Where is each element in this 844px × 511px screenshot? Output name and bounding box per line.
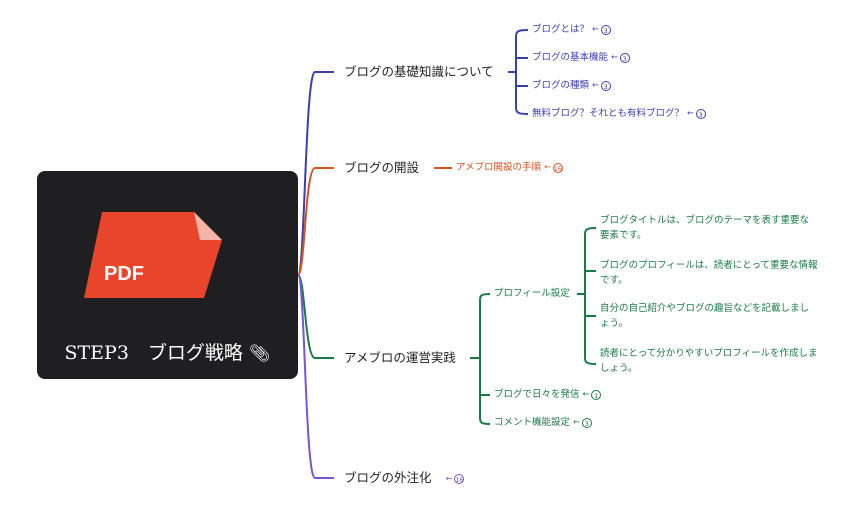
expand-arrow-icon: ←	[592, 80, 599, 90]
child-count-badge[interactable]: 3	[600, 24, 611, 35]
note-self-intro[interactable]: 自分の自己紹介やブログの趣旨などを記載しましょう。	[600, 303, 810, 330]
connector-blue-sub	[508, 29, 529, 115]
connector-green-notes	[577, 227, 597, 365]
connector-purple	[297, 274, 334, 479]
child-count-badge[interactable]: 1	[591, 389, 602, 400]
connector-green-sub	[470, 293, 491, 425]
note-blog-title[interactable]: ブログタイトルは、ブログのテーマを表す重要な要素です。	[600, 215, 810, 242]
topic-ameblo-setup[interactable]: アメブロ開設の手順 ←16	[456, 162, 563, 173]
expand-arrow-icon: ←	[687, 108, 694, 118]
child-count-badge[interactable]: 3	[600, 80, 611, 91]
topic-comment-settings[interactable]: コメント機能設定 ←3	[494, 417, 592, 429]
child-count-badge[interactable]: 3	[619, 52, 630, 63]
expand-arrow-icon: ←	[573, 417, 580, 427]
branch-basics[interactable]: ブログの基礎知識について	[344, 64, 494, 79]
topic-blog-types[interactable]: ブログの種類 ←3	[532, 80, 611, 92]
topic-basic-functions[interactable]: ブログの基本機能 ←3	[532, 52, 630, 64]
expand-arrow-icon: ←	[611, 52, 618, 62]
branch-open[interactable]: ブログの開設	[344, 160, 420, 175]
pdf-file-icon: PDF	[84, 212, 222, 298]
child-count-badge[interactable]: 16	[454, 473, 465, 484]
note-readable-profile[interactable]: 読者にとって分かりやすいプロフィールを作成しましょう。	[600, 348, 818, 375]
expand-arrow-icon: ←	[582, 389, 590, 399]
topic-free-or-paid[interactable]: 無料ブログ？それとも有料ブログ？ ←3	[532, 108, 706, 120]
connector-orange	[297, 167, 334, 276]
expand-arrow-icon: ←	[544, 162, 551, 172]
topic-daily-posting[interactable]: ブログで日々を発信 ←1	[494, 389, 602, 401]
child-count-badge[interactable]: 3	[581, 417, 592, 428]
root-title-text: STEP3 ブログ戦略	[64, 342, 243, 364]
pdf-icon-label: PDF	[104, 263, 144, 285]
child-count-badge[interactable]: 3	[695, 108, 706, 119]
expand-arrow-icon: ←	[445, 473, 453, 483]
branch-outsourcing[interactable]: ブログの外注化←16	[344, 470, 465, 485]
branch-operation[interactable]: アメブロの運営実践	[344, 350, 456, 365]
paperclip-icon[interactable]: 📎︎	[248, 344, 271, 364]
root-title: STEP3 ブログ戦略📎︎	[37, 338, 298, 365]
topic-what-is-blog[interactable]: ブログとは？ ←3	[532, 24, 611, 36]
child-count-badge[interactable]: 16	[552, 162, 563, 173]
note-profile-importance[interactable]: ブログのプロフィールは、読者にとって重要な情報です。	[600, 260, 818, 287]
expand-arrow-icon: ←	[592, 24, 599, 34]
topic-profile-settings[interactable]: プロフィール設定	[494, 288, 570, 299]
